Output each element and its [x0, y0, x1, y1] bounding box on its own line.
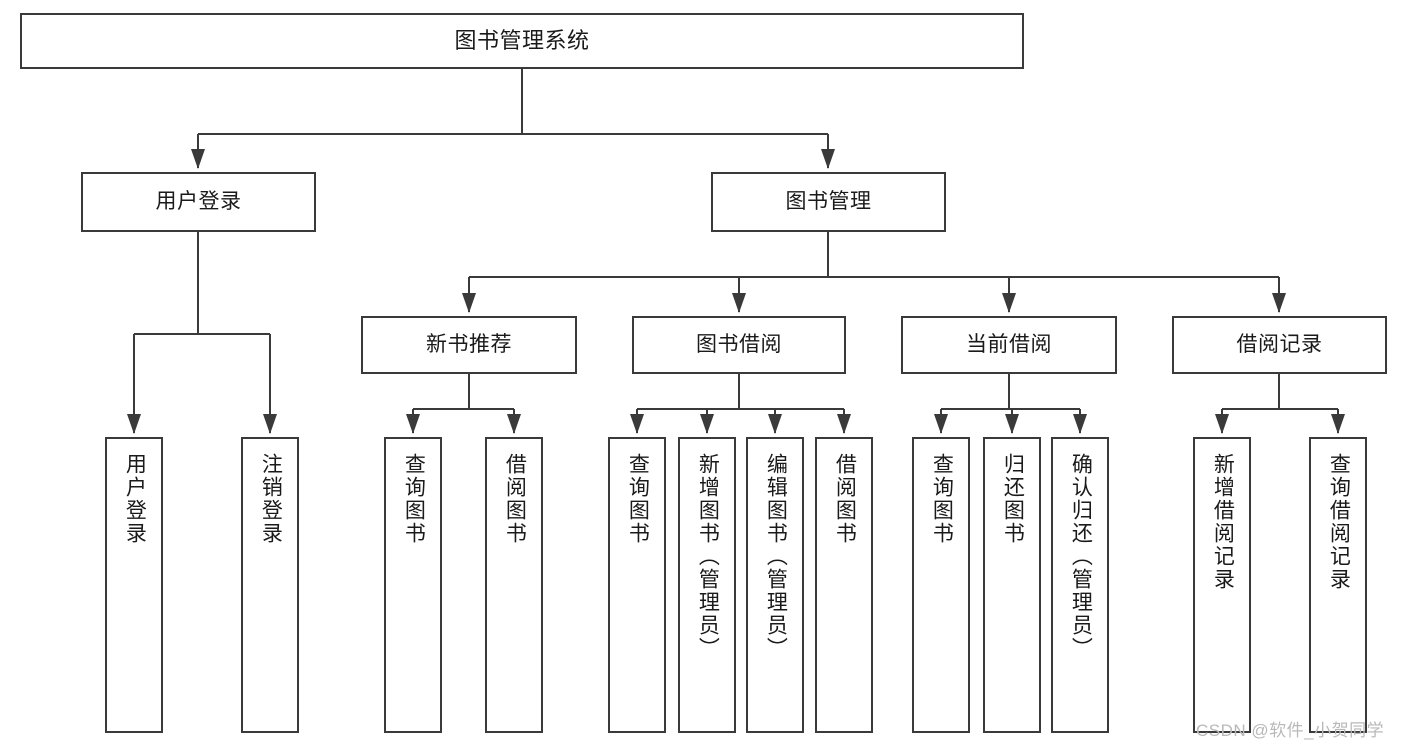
- arrowhead-root-0: [191, 149, 205, 169]
- leaf-node-确认归还管理员[interactable]: 确认归还（管理员）: [1051, 437, 1109, 733]
- node-label: 图书管理系统: [454, 28, 590, 54]
- arrowhead-g2-1: [1005, 414, 1019, 434]
- leaf-node-查询图书[interactable]: 查询图书: [608, 437, 666, 733]
- node-label: 查询图书: [626, 453, 650, 545]
- arrowhead-g3-0: [1215, 414, 1229, 434]
- level2-node-新书推荐[interactable]: 新书推荐: [361, 316, 577, 374]
- leaf-node-借阅图书[interactable]: 借阅图书: [815, 437, 873, 733]
- arrowhead-g0-0: [406, 414, 420, 434]
- node-label: 用户登录: [123, 453, 147, 545]
- node-label: 新增借阅记录: [1211, 453, 1235, 591]
- leaf-node-查询借阅记录[interactable]: 查询借阅记录: [1309, 437, 1367, 733]
- arrowhead-g1-3: [837, 414, 851, 434]
- node-label: 注销登录: [259, 453, 283, 545]
- leaf-node-编辑图书管理员[interactable]: 编辑图书（管理员）: [746, 437, 804, 733]
- arrowhead-g2-2: [1073, 414, 1087, 434]
- arrowhead-g3-1: [1331, 414, 1345, 434]
- arrowhead-root-1: [821, 149, 835, 169]
- level2-node-图书借阅[interactable]: 图书借阅: [632, 316, 846, 374]
- level2-node-当前借阅[interactable]: 当前借阅: [901, 316, 1117, 374]
- leaf-node-新增图书管理员[interactable]: 新增图书（管理员）: [678, 437, 736, 733]
- leaf-node-借阅图书[interactable]: 借阅图书: [485, 437, 543, 733]
- node-label: 借阅图书: [833, 453, 857, 545]
- leaf-node-新增借阅记录[interactable]: 新增借阅记录: [1193, 437, 1251, 733]
- node-label: 编辑图书（管理员）: [764, 453, 788, 660]
- node-label: 查询图书: [402, 453, 426, 545]
- arrowhead-g1-2: [768, 414, 782, 434]
- node-label: 图书借阅: [696, 332, 782, 356]
- leaf-node-查询图书[interactable]: 查询图书: [384, 437, 442, 733]
- leaf-node-用户登录[interactable]: 用户登录: [105, 437, 163, 733]
- arrowhead-bookmgmt-0: [462, 293, 476, 313]
- node-label: 借阅记录: [1236, 332, 1323, 356]
- level1-node-图书管理[interactable]: 图书管理: [711, 172, 946, 232]
- node-label: 图书管理: [785, 189, 872, 213]
- root-node-图书管理系统[interactable]: 图书管理系统: [20, 13, 1024, 69]
- arrowhead-g1-1: [700, 414, 714, 434]
- node-label: 借阅图书: [503, 453, 527, 545]
- node-label: 查询图书: [930, 453, 954, 545]
- node-label: 用户登录: [155, 189, 242, 213]
- level1-node-用户登录[interactable]: 用户登录: [81, 172, 316, 232]
- node-label: 新增图书（管理员）: [696, 453, 720, 660]
- leaf-node-注销登录[interactable]: 注销登录: [241, 437, 299, 733]
- arrowhead-g1-0: [630, 414, 644, 434]
- node-label: 新书推荐: [426, 332, 512, 356]
- arrowhead-g2-0: [934, 414, 948, 434]
- arrowhead-g0-1: [507, 414, 521, 434]
- arrowhead-bookmgmt-2: [1002, 293, 1016, 313]
- node-label: 确认归还（管理员）: [1069, 453, 1093, 660]
- arrowhead-userlogin-0: [127, 414, 141, 434]
- level2-node-借阅记录[interactable]: 借阅记录: [1172, 316, 1387, 374]
- node-label: 查询借阅记录: [1327, 453, 1351, 591]
- arrowhead-bookmgmt-3: [1272, 293, 1286, 313]
- arrowhead-bookmgmt-1: [732, 293, 746, 313]
- leaf-node-归还图书[interactable]: 归还图书: [983, 437, 1041, 733]
- node-label: 归还图书: [1001, 453, 1025, 545]
- node-label: 当前借阅: [966, 332, 1052, 356]
- arrowhead-userlogin-1: [263, 414, 277, 434]
- leaf-node-查询图书[interactable]: 查询图书: [912, 437, 970, 733]
